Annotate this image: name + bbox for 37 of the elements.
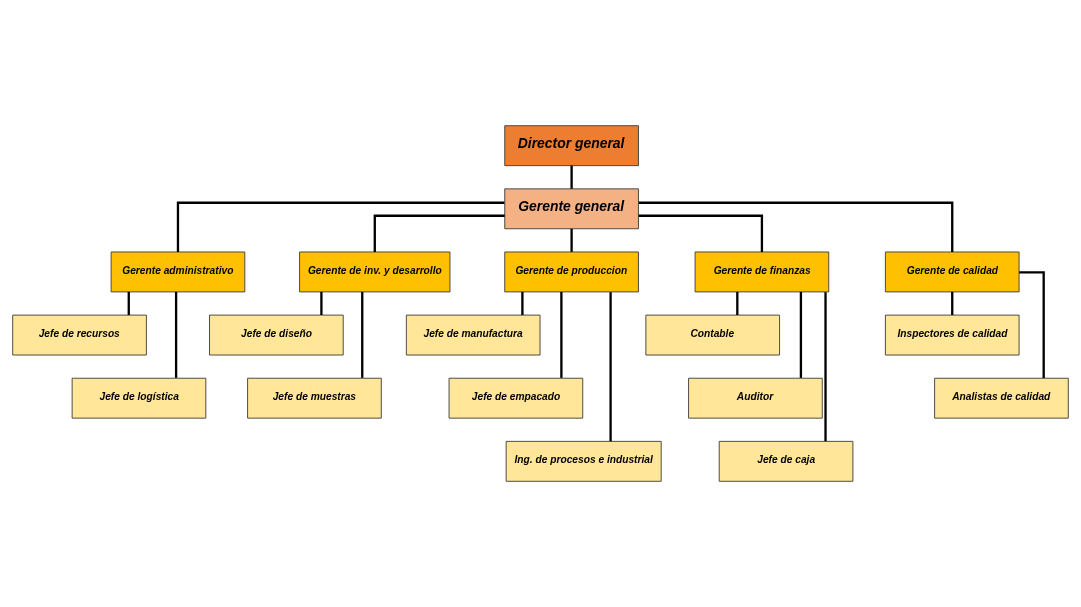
- node-box: Contable: [645, 314, 781, 356]
- connector: [609, 292, 612, 442]
- node-box: Jefe de muestras: [247, 377, 382, 419]
- node-box: Jefe de logística: [71, 377, 207, 419]
- connector: [638, 201, 954, 252]
- connector: [824, 292, 827, 442]
- node-box: Gerente administrativo: [110, 251, 246, 293]
- connector: [320, 291, 323, 315]
- connector: [570, 165, 573, 189]
- node-box: Gerente general: [504, 188, 639, 230]
- connector: [373, 214, 505, 252]
- connector: [1019, 271, 1045, 378]
- connector: [521, 291, 524, 315]
- node-box: Gerente de calidad: [884, 251, 1020, 293]
- connector: [736, 291, 739, 315]
- node-box: Gerente de produccion: [504, 251, 639, 293]
- node-box: Gerente de inv. y desarrollo: [299, 251, 451, 293]
- connector: [638, 214, 764, 252]
- node-box: Jefe de diseño: [209, 314, 344, 356]
- connector: [174, 291, 178, 378]
- node-box: Jefe de empacado: [448, 377, 584, 419]
- node-box: Gerente de finanzas: [694, 251, 830, 293]
- node-box: Jefe de manufactura: [405, 314, 541, 356]
- connector: [176, 201, 505, 252]
- node-box: Analistas de calidad: [934, 377, 1069, 419]
- connector: [361, 291, 364, 378]
- node-box: Ing. de procesos e industrial: [505, 440, 662, 482]
- node-box: Jefe de caja: [718, 440, 854, 482]
- connector: [799, 291, 803, 378]
- connector: [951, 291, 954, 315]
- node-box: Director general: [504, 125, 639, 167]
- connector: [127, 291, 130, 315]
- connector: [570, 228, 573, 252]
- node-box: Auditor: [688, 377, 823, 419]
- node-box: Jefe de recursos: [12, 314, 147, 356]
- connector: [560, 291, 563, 378]
- node-box: Inspectores de calidad: [884, 314, 1020, 356]
